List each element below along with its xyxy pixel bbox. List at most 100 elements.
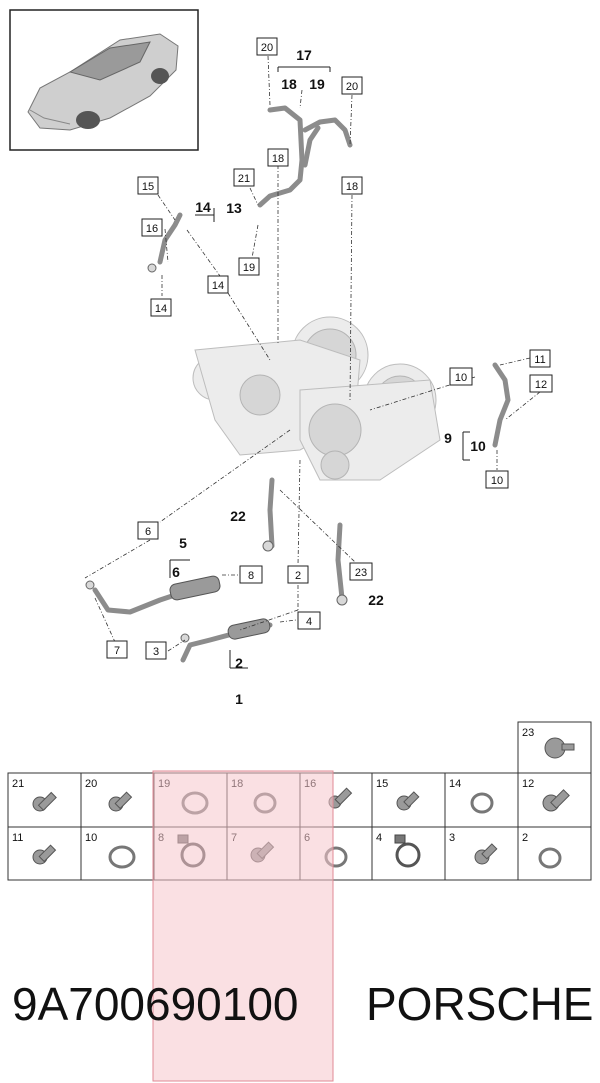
svg-text:2: 2 [295, 570, 301, 582]
svg-text:2: 2 [235, 655, 243, 671]
svg-text:14: 14 [449, 778, 461, 790]
callout-23: 23 [349, 562, 373, 581]
table-cell-15: 15 [376, 778, 420, 811]
seal-ring-icon [470, 792, 494, 814]
svg-text:20: 20 [346, 81, 358, 93]
callout-18-right: 18 [341, 176, 363, 195]
table-cell-10: 10 [85, 832, 136, 869]
seal-ring-icon [538, 847, 562, 869]
svg-text:4: 4 [306, 616, 312, 628]
svg-text:12: 12 [522, 778, 534, 790]
part-number: 9A700690100 [12, 978, 299, 1030]
callout-3: 3 [145, 641, 167, 660]
svg-text:21: 21 [238, 173, 250, 185]
vehicle-thumbnail [9, 9, 199, 151]
table-cell-11: 11 [12, 832, 57, 865]
svg-text:10: 10 [470, 438, 486, 454]
callout-2-box: 2 [287, 565, 309, 584]
svg-text:3: 3 [153, 646, 159, 658]
svg-text:8: 8 [248, 570, 254, 582]
svg-text:23: 23 [355, 567, 367, 579]
callout-22-right: 22 [368, 592, 384, 608]
svg-text:16: 16 [146, 223, 158, 235]
hose-clamp-icon [394, 834, 421, 868]
callout-16: 16 [141, 218, 163, 237]
callout-20-top: 20 [256, 37, 278, 56]
svg-text:10: 10 [85, 832, 97, 844]
table-cell-14: 14 [449, 778, 494, 814]
svg-text:14: 14 [212, 280, 224, 292]
svg-text:10: 10 [491, 475, 503, 487]
svg-text:22: 22 [230, 508, 246, 524]
table-cell-3: 3 [449, 832, 498, 865]
svg-text:5: 5 [179, 535, 187, 551]
callout-20-right: 20 [341, 76, 363, 95]
callout-6-group: 6 [172, 564, 180, 580]
seal-ring-icon [108, 845, 136, 869]
callout-10-upper: 10 [449, 367, 473, 386]
callout-4: 4 [297, 611, 321, 630]
svg-text:11: 11 [12, 832, 23, 844]
bolt-icon [108, 791, 133, 812]
callout-13: 13 [226, 200, 242, 216]
screw-icon [544, 737, 575, 759]
callout-18-group: 18 [281, 76, 297, 92]
table-cell-20: 20 [85, 778, 133, 812]
table-cell-12: 12 [522, 778, 570, 812]
callout-17: 17 [296, 47, 312, 63]
svg-text:14: 14 [195, 199, 211, 215]
callout-9: 9 [444, 430, 452, 446]
group-brackets [169, 66, 470, 669]
callout-18-left: 18 [267, 148, 289, 167]
bolt-icon [474, 843, 498, 865]
svg-text:21: 21 [12, 778, 24, 790]
table-cell-4: 4 [376, 832, 421, 868]
svg-text:13: 13 [226, 200, 242, 216]
turbocharger-assembly [192, 316, 441, 481]
brand-name: PORSCHE [366, 978, 593, 1030]
svg-text:6: 6 [145, 526, 151, 538]
callout-21: 21 [233, 168, 255, 187]
svg-text:11: 11 [534, 354, 545, 366]
callout-19: 19 [238, 257, 260, 276]
callout-7: 7 [106, 640, 128, 659]
svg-text:18: 18 [272, 153, 284, 165]
bolt-icon [32, 791, 57, 812]
callout-19-group: 19 [309, 76, 325, 92]
svg-text:4: 4 [376, 832, 382, 844]
svg-text:2: 2 [522, 832, 528, 844]
svg-text:7: 7 [114, 645, 120, 657]
callout-10-group: 10 [470, 438, 486, 454]
svg-text:23: 23 [522, 727, 534, 739]
callout-14-group: 14 [195, 199, 211, 215]
table-cell-23: 23 [522, 727, 575, 759]
callout-22-left: 22 [230, 508, 246, 524]
svg-text:14: 14 [155, 303, 167, 315]
svg-text:20: 20 [85, 778, 97, 790]
callout-1: 1 [235, 691, 243, 707]
bolt-icon [32, 844, 57, 865]
svg-text:17: 17 [296, 47, 312, 63]
callout-8: 8 [239, 565, 263, 584]
bolt-icon [396, 791, 420, 811]
svg-text:9: 9 [444, 430, 452, 446]
callout-14-center: 14 [207, 275, 229, 294]
svg-text:18: 18 [281, 76, 297, 92]
svg-text:18: 18 [346, 181, 358, 193]
svg-text:19: 19 [309, 76, 325, 92]
highlight-overlay [152, 770, 334, 1082]
callout-12: 12 [529, 374, 553, 393]
leader-lines [84, 55, 541, 652]
bolt-icon [542, 789, 570, 812]
svg-text:1: 1 [235, 691, 243, 707]
callout-5: 5 [179, 535, 187, 551]
component-parts [85, 263, 348, 643]
callout-6-box: 6 [137, 521, 159, 540]
svg-text:15: 15 [376, 778, 388, 790]
svg-text:12: 12 [535, 379, 547, 391]
callout-10-lower: 10 [485, 470, 509, 489]
callout-14-left: 14 [150, 298, 172, 317]
svg-text:3: 3 [449, 832, 455, 844]
svg-text:6: 6 [172, 564, 180, 580]
